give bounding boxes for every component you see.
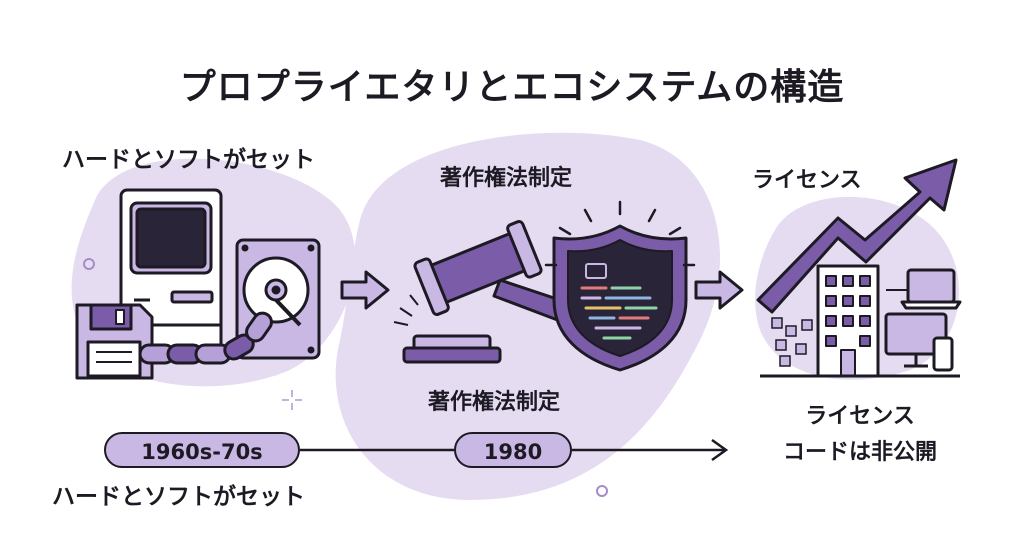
timeline-arrow: [300, 438, 729, 462]
timeline-year-1: 1960s-70s: [104, 432, 300, 468]
timeline-caption-2: 著作権法制定: [428, 390, 561, 415]
growth-arrow-icon: [756, 158, 958, 314]
deco-circle: [83, 258, 95, 270]
deco-circle: [596, 485, 608, 497]
stage2-label: 著作権法制定: [440, 166, 573, 191]
building-icon: [760, 264, 960, 378]
pixel-blocks-icon: [771, 317, 813, 367]
sparkle-icon: [282, 390, 302, 410]
page-title: プロプライエタリとエコシステムの構造: [179, 67, 845, 108]
timeline-caption-1: ハードとソフトがセット: [52, 484, 305, 510]
stage1-label: ハードとソフトがセット: [62, 147, 315, 173]
floppy-disk-icon: [75, 303, 154, 380]
stage3-label: ライセンス: [752, 168, 862, 193]
shield-code-icon: [544, 200, 696, 372]
timeline-caption-3-line2: コードは非公開: [782, 440, 937, 465]
device-icon: [884, 268, 962, 372]
timeline-caption-3: ライセンス コードは非公開: [760, 398, 960, 466]
arrow-icon: [340, 270, 390, 310]
timeline-year-2: 1980: [454, 432, 572, 468]
arrow-icon: [694, 270, 744, 310]
center-blob: [335, 132, 720, 500]
timeline-caption-3-line1: ライセンス: [805, 404, 915, 429]
chain-icon: [138, 311, 273, 365]
